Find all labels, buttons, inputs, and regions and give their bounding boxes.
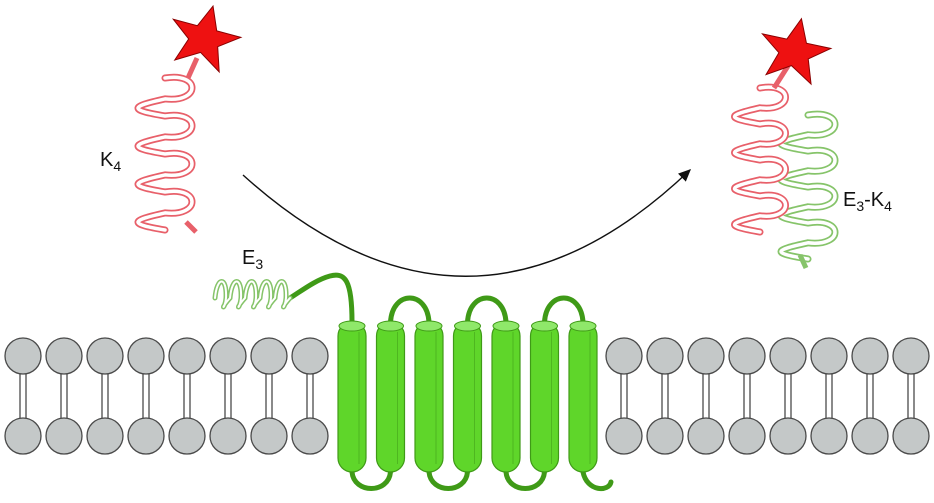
lipid-head [127, 337, 165, 375]
lipid-head [291, 337, 329, 375]
k4-coil [134, 73, 196, 234]
lipid-head [851, 337, 889, 375]
lipid-head [168, 337, 206, 375]
e3-label: E3 [242, 247, 264, 272]
lipid-head [4, 337, 42, 375]
e3-coil-in-complex [777, 110, 839, 263]
lipid-head [45, 417, 83, 455]
tm-helix [529, 320, 560, 473]
tm-helix [375, 320, 406, 473]
lipid-head [769, 417, 807, 455]
lipid-head [646, 337, 684, 375]
tm-helix [414, 320, 444, 473]
lipid-head [728, 417, 766, 455]
lipid-head [127, 417, 165, 455]
tm-helix [568, 320, 598, 473]
lipid-head [250, 417, 288, 455]
complex-tail [797, 253, 809, 270]
k4-peptide-helix [134, 56, 200, 234]
k4-label: K4 [100, 149, 122, 174]
lipid-bilayer [4, 337, 930, 455]
complex-linker [771, 64, 791, 90]
lipid-head [605, 337, 643, 375]
tm-helix [337, 320, 367, 473]
receptor-loops [349, 295, 586, 491]
tm-helix [491, 320, 521, 473]
k4-coil-in-complex [731, 83, 789, 236]
lipid-head [810, 337, 848, 375]
complex-label: E3-K4 [843, 189, 892, 214]
receptor-c-terminus [580, 469, 614, 492]
lipid-head [168, 417, 206, 455]
lipid-head [209, 337, 247, 375]
lipid-head [86, 337, 124, 375]
lipid-head [605, 417, 643, 455]
k4-tail [184, 220, 198, 234]
lipid-head [4, 417, 42, 455]
lipid-head [769, 337, 807, 375]
lipid-head [646, 417, 684, 455]
receptor-n-terminus [287, 272, 355, 325]
lipid-head [851, 417, 889, 455]
e3-k4-coiled-coil [731, 64, 839, 270]
star-icon [761, 17, 833, 86]
lipid-head [687, 417, 725, 455]
lipid-head [291, 417, 329, 455]
k4-linker [185, 56, 200, 80]
e3-peptide-helix [212, 279, 293, 310]
gpcr-receptor [287, 272, 614, 492]
star-icon [171, 4, 243, 74]
lipid-head [209, 417, 247, 455]
lipid-head [892, 337, 930, 375]
lipid-head [250, 337, 288, 375]
reaction-arrow [242, 169, 692, 277]
lipid-head [810, 417, 848, 455]
lipid-head [86, 417, 124, 455]
lipid-head [728, 337, 766, 375]
lipid-head [892, 417, 930, 455]
lipid-head [45, 337, 83, 375]
lipid-head [687, 337, 725, 375]
tm-helix [452, 320, 483, 473]
